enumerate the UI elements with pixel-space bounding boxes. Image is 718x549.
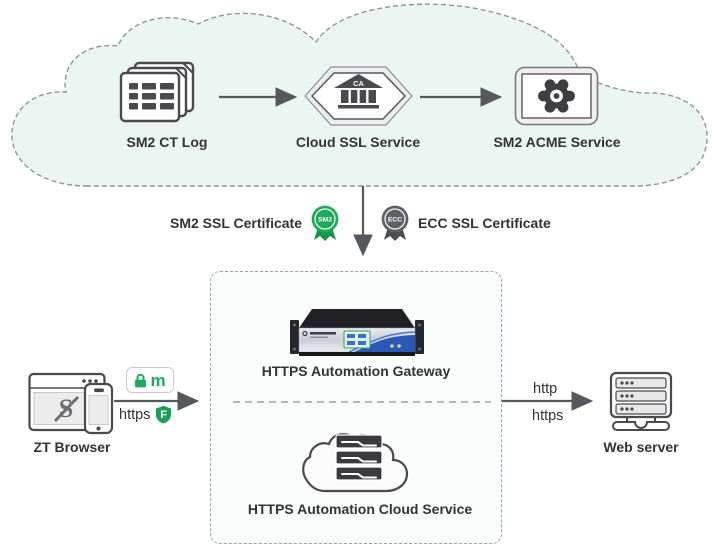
padlock-icon [135,373,147,387]
ecc-certificate-label: ECC SSL Certificate [418,215,551,231]
bank-ca-glyph: CA [334,74,383,109]
browser-label: ZT Browser [33,439,111,455]
svg-text:F: F [161,409,168,421]
node-label-acme: SM2 ACME Service [493,134,621,150]
rack-server-appliance-image [290,309,424,356]
node-label-cloud-ssl: Cloud SSL Service [295,134,421,150]
shield-icon: F [156,405,172,424]
lock-badge-letter: m [150,370,166,390]
green-medal-icon: SM2 [311,205,339,241]
zt-browser-logo: S [54,394,79,423]
gear-screen-icon [514,66,599,126]
browser-with-phone-icon: S [28,372,114,435]
client-protocol-row: https F [119,405,172,424]
svg-text:CA: CA [353,79,364,88]
client-protocol-label: https [119,406,151,423]
ca-bank-hexagon-icon: CA [304,66,413,126]
gray-medal-icon: ECC [381,205,409,241]
ecc-certificate-row: ECC ECC SSL Certificate [379,204,551,242]
node-label-ct-log: SM2 CT Log [126,134,208,150]
gateway-label: HTTPS Automation Gateway [261,363,451,379]
svg-text:SM2: SM2 [318,217,332,224]
sm2-certificate-row: SM2 SSL Certificate SM2 [170,204,341,242]
server-protocol-bottom: https [532,408,564,424]
svg-text:ECC: ECC [388,217,402,224]
lock-m-badge: m [126,367,174,393]
cloud-service-label: HTTPS Automation Cloud Service [247,501,473,517]
stacked-documents-icon [119,61,195,123]
sm2-certificate-label: SM2 SSL Certificate [170,215,303,231]
cloud-servers-icon [302,433,409,493]
webserver-label: Web server [603,439,679,455]
server-stack-icon [609,371,673,431]
server-protocol-top: http [533,381,558,397]
